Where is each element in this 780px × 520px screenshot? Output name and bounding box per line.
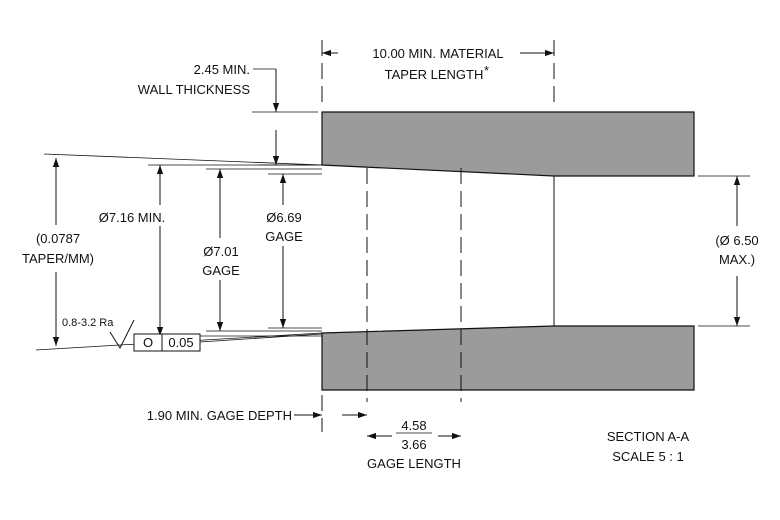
gage-depth-label: 1.90 MIN. GAGE DEPTH — [147, 408, 292, 423]
dia701-label-2: GAGE — [202, 263, 240, 278]
dia669-label-2: GAGE — [265, 229, 303, 244]
taper-label-1: (0.0787 — [36, 231, 80, 246]
tolerance-value: 0.05 — [168, 335, 193, 350]
dia650-label-2: MAX.) — [719, 252, 755, 267]
upper-wall-section — [321, 111, 695, 177]
asterisk-mark: * — [484, 63, 489, 78]
tolerance-symbol: O — [143, 335, 153, 350]
roughness-symbol — [109, 319, 135, 350]
upper-taper-extension — [43, 153, 323, 166]
gage-len-min: 3.66 — [401, 437, 426, 452]
dia701-label-1: Ø7.01 — [203, 244, 238, 259]
tolerance-frame — [133, 333, 201, 352]
taper-label-2: TAPER/MM) — [22, 251, 94, 266]
scale-label: SCALE 5 : 1 — [612, 449, 684, 464]
material-taper-label-2: TAPER LENGTH — [385, 67, 484, 82]
lower-wall-section — [321, 325, 695, 391]
wall-label-2: WALL THICKNESS — [138, 82, 251, 97]
dia650-label-1: (Ø 6.50 — [715, 233, 758, 248]
dia669-label-1: Ø6.69 — [266, 210, 301, 225]
dia716-label: Ø7.16 MIN. — [99, 210, 165, 225]
section-label: SECTION A-A — [607, 429, 690, 444]
material-taper-label-1: 10.00 MIN. MATERIAL — [372, 46, 503, 61]
wall-label-1: 2.45 MIN. — [194, 62, 250, 77]
gage-len-max: 4.58 — [401, 418, 426, 433]
tolerance-leader — [199, 333, 323, 343]
roughness-label: 0.8-3.2 Ra — [62, 317, 114, 329]
gage-length-label: GAGE LENGTH — [367, 456, 461, 471]
